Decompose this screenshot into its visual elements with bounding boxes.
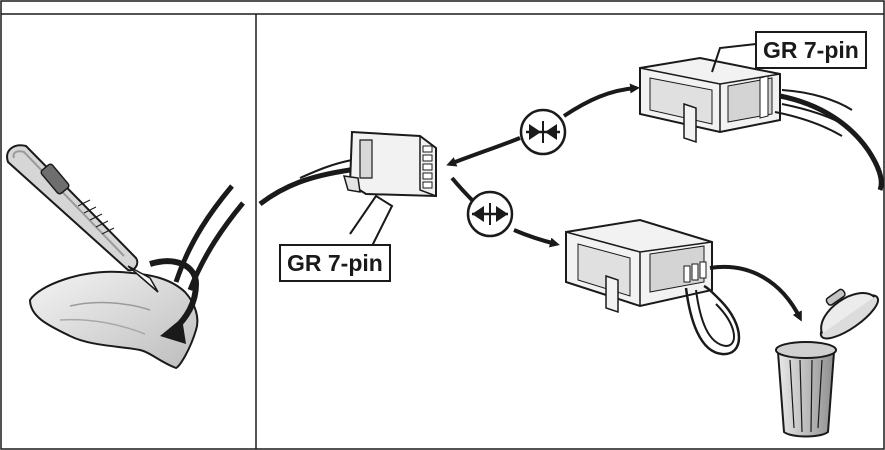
arrow-to-trash: [709, 265, 802, 322]
label-connector-left: GR 7-pin: [279, 244, 391, 282]
top-connector: [639, 56, 781, 144]
arrow-to-center: [446, 136, 521, 167]
utility-knife: [6, 144, 159, 293]
bottom-connector: [565, 218, 713, 314]
callout-line-left: [349, 194, 394, 247]
cut-arrow: [149, 258, 200, 333]
bag-cable-a: [173, 184, 234, 283]
arrow-to-top: [562, 83, 640, 118]
trash-can-icon: [775, 288, 879, 438]
connect-arrows-icon: [519, 108, 567, 156]
center-connector: [342, 130, 437, 198]
label-connector-top: GR 7-pin: [755, 31, 867, 69]
disconnect-arrows-icon: [466, 190, 514, 238]
bottom-loop: [684, 284, 741, 356]
top-cable: [779, 93, 884, 191]
bag: [28, 270, 199, 370]
arrow-to-bottom: [513, 228, 560, 248]
left-panel-cut-bag: [6, 144, 245, 370]
callout-line-top: [711, 43, 757, 73]
arrow-center-down: [450, 176, 476, 204]
